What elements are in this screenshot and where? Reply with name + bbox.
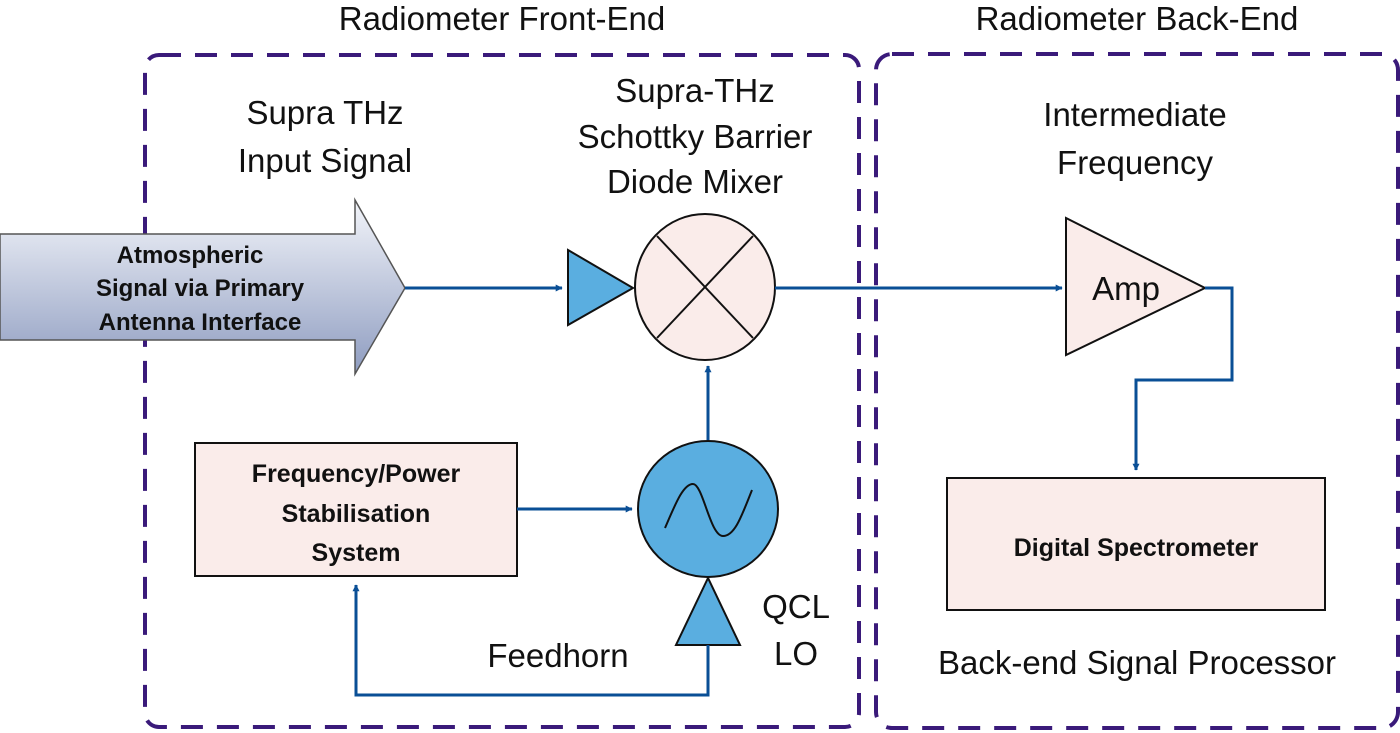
qcl-lo-label-line-1: QCL: [762, 588, 830, 625]
back-end-processor-label: Back-end Signal Processor: [938, 644, 1336, 681]
mixer-label-line-1: Supra-THz: [615, 72, 775, 109]
if-label-line-1: Intermediate: [1043, 96, 1226, 133]
stabilisation-system-block: Frequency/Power Stabilisation System: [194, 442, 518, 577]
back-end-region: [874, 52, 1400, 730]
qcl-lo-label-line-2: LO: [774, 635, 818, 672]
stabilisation-label-line-2: Stabilisation: [282, 500, 431, 528]
local-oscillator-icon: [637, 440, 779, 578]
back-end-title: Radiometer Back-End: [976, 0, 1299, 37]
feedhorn-icon: [674, 575, 742, 646]
mixer-icon: [634, 213, 776, 361]
digital-spectrometer-label: Digital Spectrometer: [1014, 534, 1259, 562]
front-end-title: Radiometer Front-End: [339, 0, 665, 37]
front-end-region: [143, 53, 861, 729]
stabilisation-label-line-1: Frequency/Power: [252, 460, 461, 488]
input-signal-label-line-1: Supra THz: [246, 94, 403, 131]
amplifier-block: Amp: [1065, 216, 1208, 357]
signal-line-feedback-to-stabilisation: [352, 584, 710, 697]
input-signal-label-line-2: Input Signal: [238, 142, 412, 179]
mixer-label-line-2: Schottky Barrier: [578, 118, 813, 155]
stabilisation-label-line-3: System: [312, 539, 401, 567]
atmospheric-input-arrow: Atmospheric Signal via Primary Antenna I…: [0, 197, 406, 377]
mixer-label-line-3: Diode Mixer: [607, 163, 783, 200]
feedhorn-label: Feedhorn: [487, 637, 628, 674]
signal-line-amp-to-spectrometer: [1132, 286, 1234, 471]
input-arrow-line-1: Atmospheric: [117, 242, 264, 269]
amplifier-label: Amp: [1092, 270, 1160, 307]
input-arrow-line-2: Signal via Primary: [96, 275, 305, 302]
mixer-input-triangle-icon: [567, 248, 636, 327]
digital-spectrometer-block: Digital Spectrometer: [946, 477, 1326, 611]
if-label-line-2: Frequency: [1057, 144, 1213, 181]
input-arrow-line-3: Antenna Interface: [99, 309, 302, 336]
